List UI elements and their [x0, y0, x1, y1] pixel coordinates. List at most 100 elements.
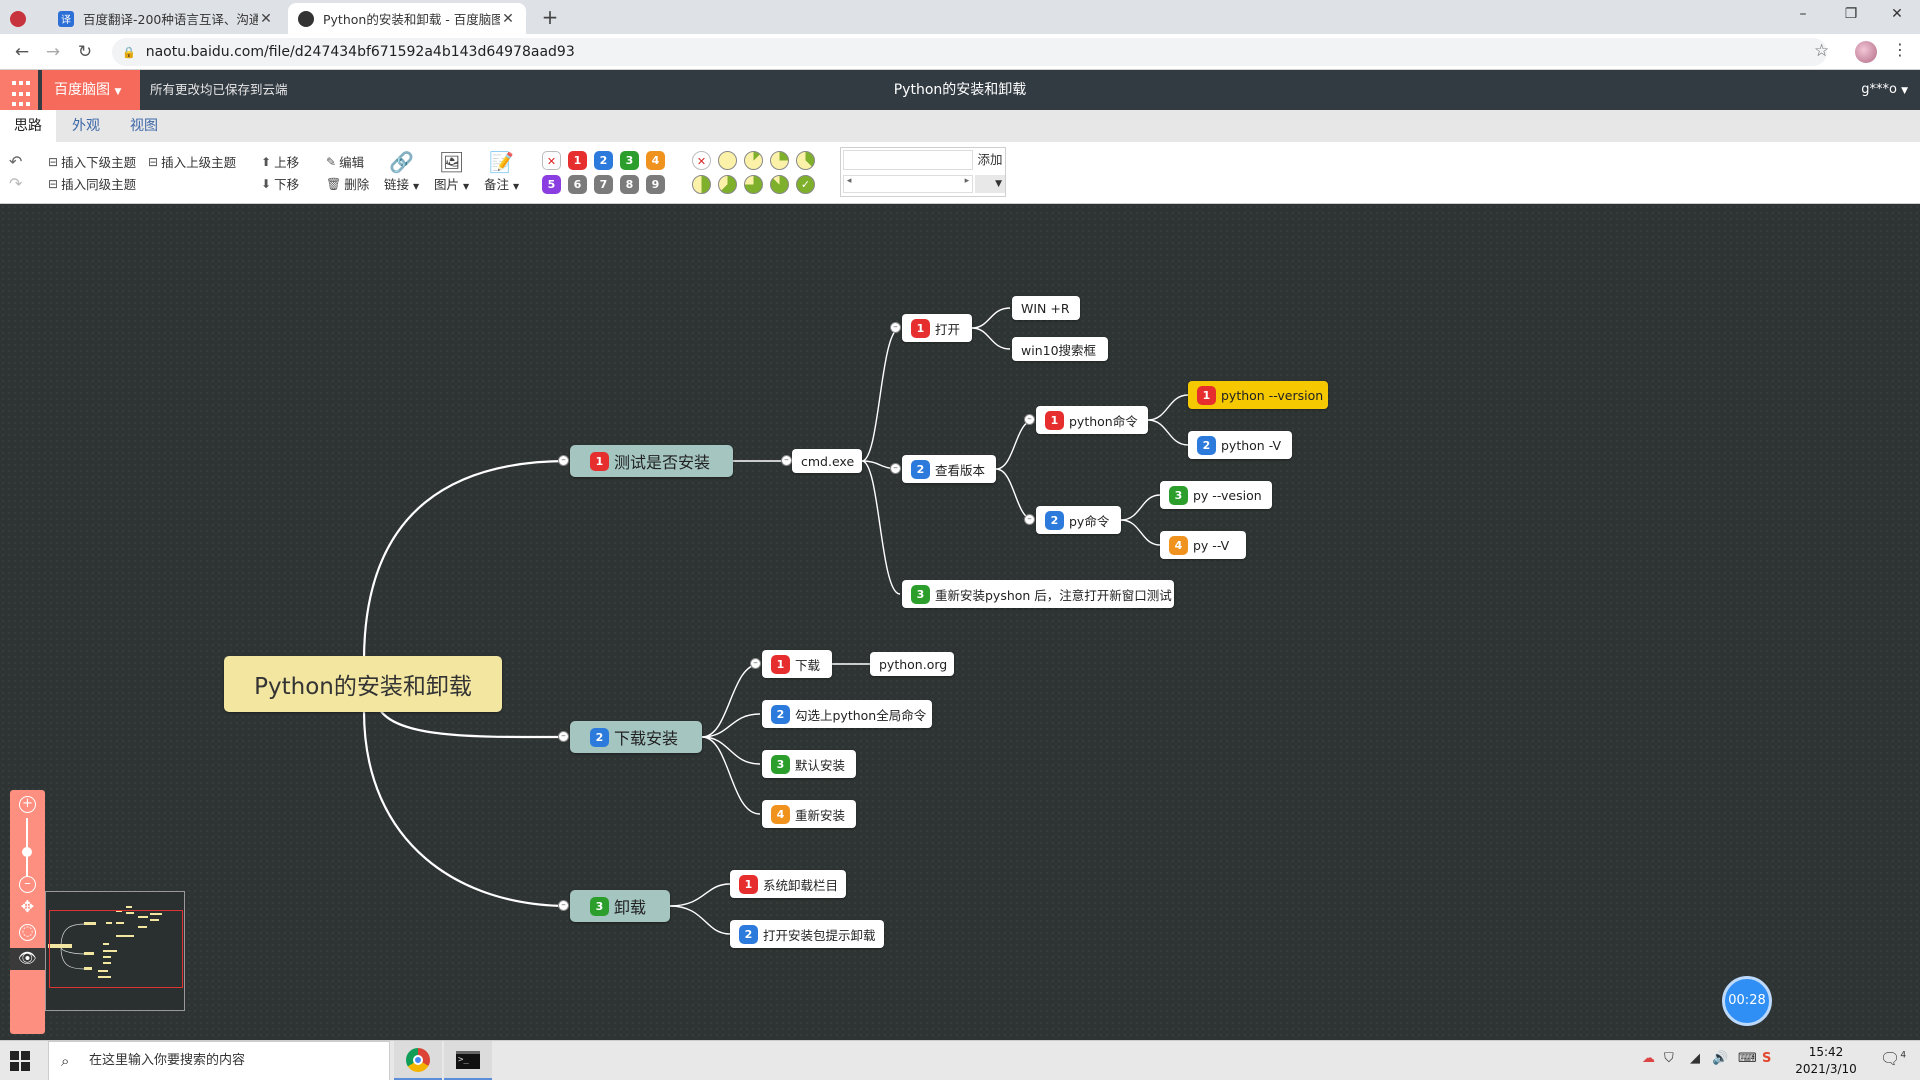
node-reinstall[interactable]: 4 重新安装 — [762, 800, 856, 828]
node-python-version-short[interactable]: 2 python -V — [1188, 431, 1292, 459]
node-py-version-short[interactable]: 4 py --V — [1160, 531, 1246, 559]
insert-child-button[interactable]: ⊟插入下级主题 — [48, 152, 136, 171]
node-default-install[interactable]: 3 默认安装 — [762, 750, 856, 778]
priority-9-button[interactable]: 9 — [646, 175, 665, 194]
node-py-command[interactable]: 2 py命令 — [1036, 506, 1121, 534]
close-tab-icon[interactable]: ✕ — [260, 10, 272, 27]
insert-sibling-button[interactable]: ⊟插入同级主题 — [48, 174, 136, 193]
priority-4-button[interactable]: 4 — [646, 151, 665, 170]
progress-3-icon[interactable] — [796, 151, 815, 170]
tray-network-icon[interactable]: ◢ — [1690, 1051, 1700, 1066]
priority-8-button[interactable]: 8 — [620, 175, 639, 194]
node-download-install[interactable]: 2 下载安装 — [570, 721, 702, 753]
taskbar-chrome[interactable] — [394, 1041, 442, 1080]
tab-naotu[interactable]: Python的安装和卸载 - 百度脑图 ✕ — [288, 3, 526, 34]
remove-progress-icon[interactable]: ✕ — [692, 151, 711, 170]
collapse-toggle[interactable]: – — [890, 322, 901, 333]
collapse-toggle[interactable]: – — [781, 455, 792, 466]
minimap-viewport[interactable] — [49, 910, 183, 988]
zoom-in-icon[interactable]: + — [19, 796, 36, 813]
collapse-toggle[interactable]: – — [558, 900, 569, 911]
link-button[interactable]: 🔗链接 ▼ — [384, 150, 419, 193]
collapse-toggle[interactable]: – — [1024, 414, 1035, 425]
taskbar-search[interactable]: ⌕ 在这里输入你要搜索的内容 — [48, 1041, 390, 1080]
tray-volume-icon[interactable]: 🔊 — [1712, 1051, 1729, 1066]
tag-input[interactable] — [843, 150, 973, 170]
node-download[interactable]: 1 下载 — [762, 650, 832, 678]
progress-0-icon[interactable] — [718, 151, 737, 170]
move-up-button[interactable]: ⬆上移 — [261, 152, 299, 171]
tab-view[interactable]: 视图 — [130, 118, 158, 134]
progress-7-icon[interactable] — [770, 175, 789, 194]
bookmark-star-icon[interactable]: ☆ — [1814, 41, 1830, 61]
tag-dropdown-icon[interactable]: ▼ — [975, 175, 1005, 193]
add-tag-button[interactable]: 添加 — [977, 152, 1003, 167]
taskbar-terminal[interactable]: >_ — [444, 1041, 492, 1080]
move-down-button[interactable]: ⬇下移 — [261, 174, 299, 193]
node-reinstall-note[interactable]: 3 重新安装pyshon 后，注意打开新窗口测试 — [902, 580, 1174, 608]
minimap[interactable] — [45, 891, 185, 1011]
collapse-toggle[interactable]: – — [558, 731, 569, 742]
browser-menu-icon[interactable]: ⋮ — [1892, 40, 1908, 59]
collapse-toggle[interactable]: – — [558, 455, 569, 466]
url-field[interactable]: 🔒 naotu.baidu.com/file/d247434bf671592a4… — [112, 38, 1827, 66]
brand-menu[interactable]: 百度脑图 ▼ — [42, 70, 140, 110]
node-python-org[interactable]: python.org — [870, 652, 954, 676]
app-grid-icon[interactable] — [0, 70, 38, 110]
collapse-toggle[interactable]: – — [890, 463, 901, 474]
tray-app-icon[interactable]: ☁ — [1642, 1051, 1655, 1066]
progress-4-icon[interactable] — [692, 175, 711, 194]
priority-3-button[interactable]: 3 — [620, 151, 639, 170]
zoom-slider-handle[interactable] — [22, 847, 32, 857]
new-tab-button[interactable]: + — [541, 5, 559, 29]
progress-1-icon[interactable] — [744, 151, 763, 170]
close-tab-icon[interactable]: ✕ — [502, 10, 514, 27]
progress-2-icon[interactable] — [770, 151, 789, 170]
remove-priority-icon[interactable]: ✕ — [542, 151, 561, 170]
priority-1-button[interactable]: 1 — [568, 151, 587, 170]
node-check-version[interactable]: 2 查看版本 — [902, 455, 996, 483]
forward-button[interactable]: → — [45, 42, 61, 62]
node-python-version-long[interactable]: 1 python --version — [1188, 381, 1328, 409]
tab-ideas[interactable]: 思路 — [0, 110, 56, 142]
node-python-command[interactable]: 1 python命令 — [1036, 406, 1148, 434]
tab-baidu-translate[interactable]: 译 百度翻译-200种语言互译、沟通全世界！ ✕ — [48, 3, 284, 34]
priority-6-button[interactable]: 6 — [568, 175, 587, 194]
tray-sogou-icon[interactable]: S — [1762, 1051, 1772, 1066]
move-canvas-icon[interactable]: ✥ — [20, 897, 35, 916]
taskbar-clock[interactable]: 15:42 2021/3/10 — [1786, 1044, 1866, 1078]
priority-5-button[interactable]: 5 — [542, 175, 561, 194]
node-win10-search[interactable]: win10搜索框 — [1012, 337, 1108, 361]
windows-start-icon[interactable] — [10, 1051, 30, 1071]
node-py-version-long[interactable]: 3 py --vesion — [1160, 481, 1272, 509]
undo-icon[interactable]: ↶ — [9, 152, 23, 171]
node-check-path[interactable]: 2 勾选上python全局命令 — [762, 700, 932, 728]
edit-button[interactable]: ✎编辑 — [326, 152, 364, 171]
tab-appearance[interactable]: 外观 — [72, 118, 100, 134]
reload-button[interactable]: ↻ — [77, 42, 93, 62]
note-button[interactable]: 📝备注 ▼ — [484, 150, 519, 193]
tag-list-scroll[interactable]: ◂▸ — [843, 175, 973, 193]
back-button[interactable]: ← — [14, 42, 30, 62]
node-package-uninstall[interactable]: 2 打开安装包提示卸载 — [730, 920, 884, 948]
priority-7-button[interactable]: 7 — [594, 175, 613, 194]
navigator-eye-icon[interactable]: 👁 — [10, 948, 45, 970]
locate-root-icon[interactable]: ◌ — [19, 924, 36, 941]
node-win-r[interactable]: WIN +R — [1012, 296, 1080, 320]
node-open[interactable]: 1 打开 — [902, 314, 972, 342]
node-system-uninstall[interactable]: 1 系统卸载栏目 — [730, 870, 846, 898]
node-cmd[interactable]: cmd.exe — [792, 449, 862, 473]
priority-2-button[interactable]: 2 — [594, 151, 613, 170]
user-menu[interactable]: g***o ▼ — [1861, 70, 1908, 111]
progress-done-icon[interactable]: ✓ — [796, 175, 815, 194]
progress-6-icon[interactable] — [744, 175, 763, 194]
minimize-window-button[interactable]: – — [1799, 6, 1807, 22]
tray-ime-icon[interactable]: ⌨ — [1738, 1051, 1757, 1066]
collapse-toggle[interactable]: – — [750, 658, 761, 669]
close-window-button[interactable]: ✕ — [1891, 6, 1903, 22]
image-button[interactable]: 🖼图片 ▼ — [434, 150, 469, 193]
node-uninstall[interactable]: 3 卸载 — [570, 890, 670, 922]
insert-parent-button[interactable]: ⊟插入上级主题 — [148, 152, 236, 171]
redo-icon[interactable]: ↷ — [9, 174, 23, 193]
node-test-installed[interactable]: 1 测试是否安装 — [570, 445, 733, 477]
